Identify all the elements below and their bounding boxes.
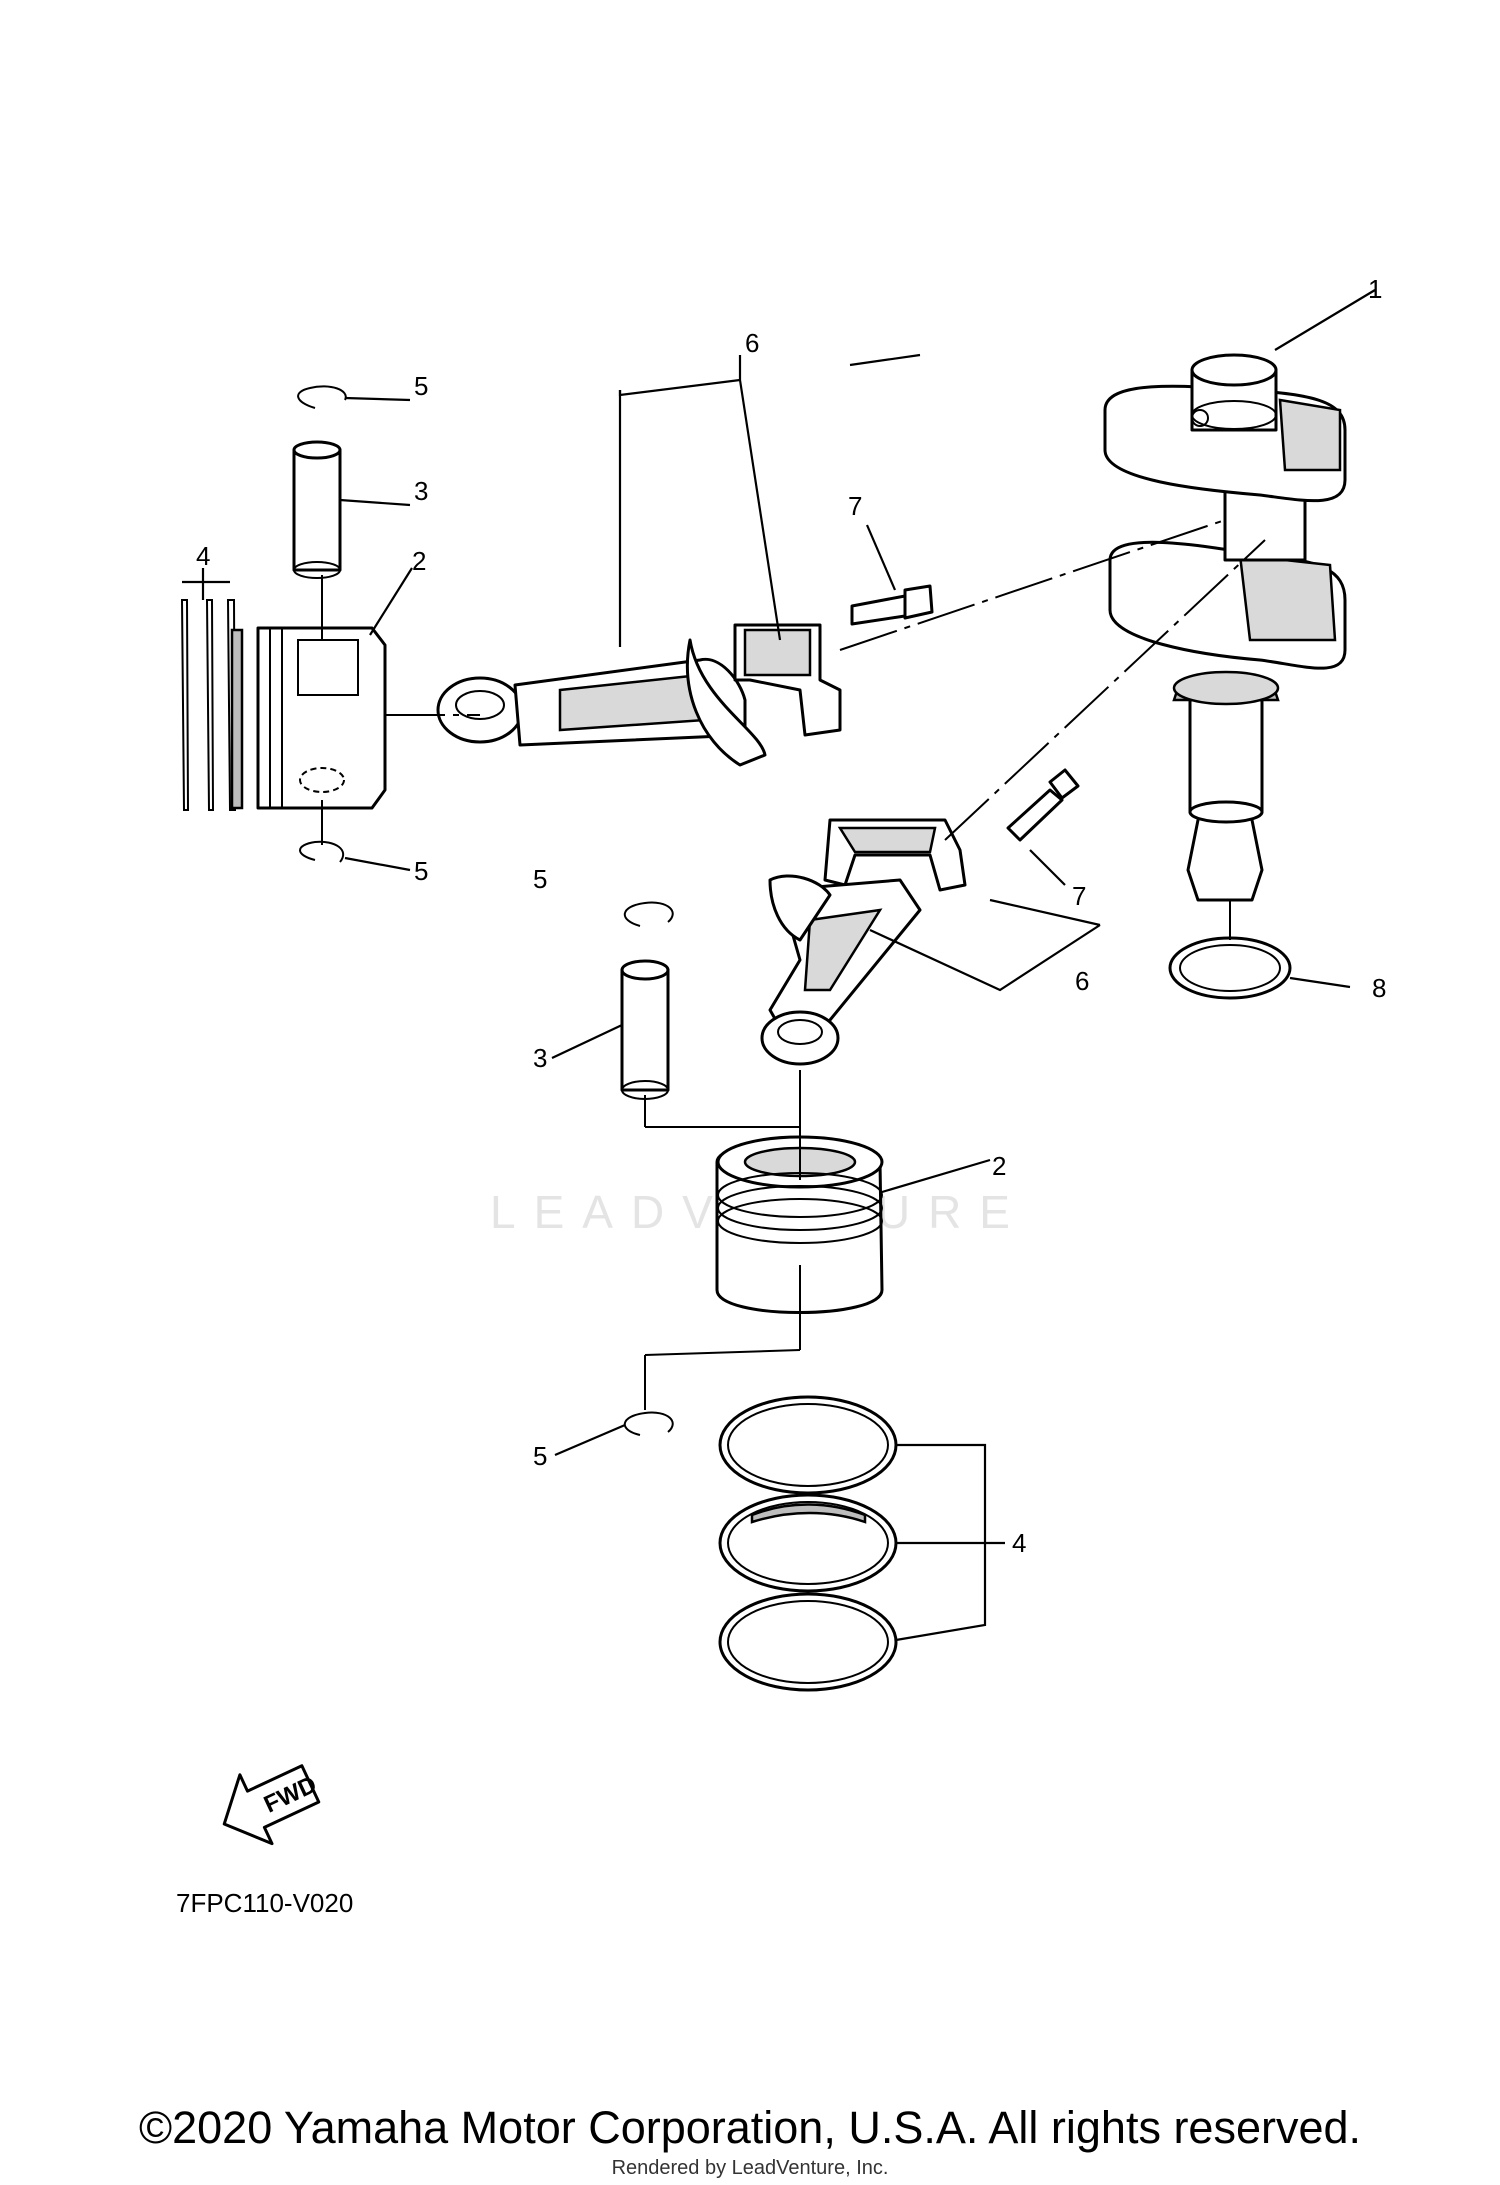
callout-8: 8: [1372, 973, 1386, 1003]
fwd-arrow-icon: FWD: [222, 1764, 321, 1846]
piston-pin-bottom[interactable]: [620, 959, 670, 1100]
callout-5: 5: [533, 1441, 547, 1471]
connecting-rod-top[interactable]: [436, 623, 842, 767]
crankshaft[interactable]: [1103, 353, 1347, 902]
piston-top[interactable]: [256, 626, 387, 810]
circlip-top-upper[interactable]: [297, 385, 347, 409]
callout-2: 2: [992, 1151, 1006, 1181]
connecting-rod-bottom[interactable]: [760, 818, 967, 1066]
callout-5: 5: [533, 864, 547, 894]
callout-5: 5: [414, 856, 428, 886]
callout-6: 6: [745, 328, 759, 358]
piston-rings-bottom[interactable]: [718, 1395, 898, 1692]
rendered-by-notice: Rendered by LeadVenture, Inc.: [611, 2157, 889, 2179]
diagram-code: 7FPC110-V020: [176, 1888, 354, 1918]
callout-2: 2: [412, 546, 426, 576]
callout-7: 7: [1072, 881, 1086, 911]
piston-rings-top[interactable]: [180, 599, 244, 811]
callout-5: 5: [414, 371, 428, 401]
circlip-bottom-lower[interactable]: [623, 1411, 674, 1436]
circlip-bottom-upper[interactable]: [623, 901, 674, 927]
copyright-notice: ©2020 Yamaha Motor Corporation, U.S.A. A…: [138, 2102, 1362, 2153]
callout-3: 3: [414, 476, 428, 506]
callout-7: 7: [848, 491, 862, 521]
callout-3: 3: [533, 1043, 547, 1073]
rod-bolt-bottom[interactable]: [1006, 768, 1080, 842]
piston-pin-top[interactable]: [292, 440, 342, 579]
callout-6: 6: [1075, 966, 1089, 996]
callout-4: 4: [1012, 1528, 1026, 1558]
thrust-washer[interactable]: [1168, 936, 1292, 1000]
rod-bolt-top[interactable]: [850, 584, 934, 626]
callout-1: 1: [1368, 274, 1382, 304]
callout-4: 4: [196, 541, 210, 571]
circlip-top-lower[interactable]: [299, 840, 345, 863]
